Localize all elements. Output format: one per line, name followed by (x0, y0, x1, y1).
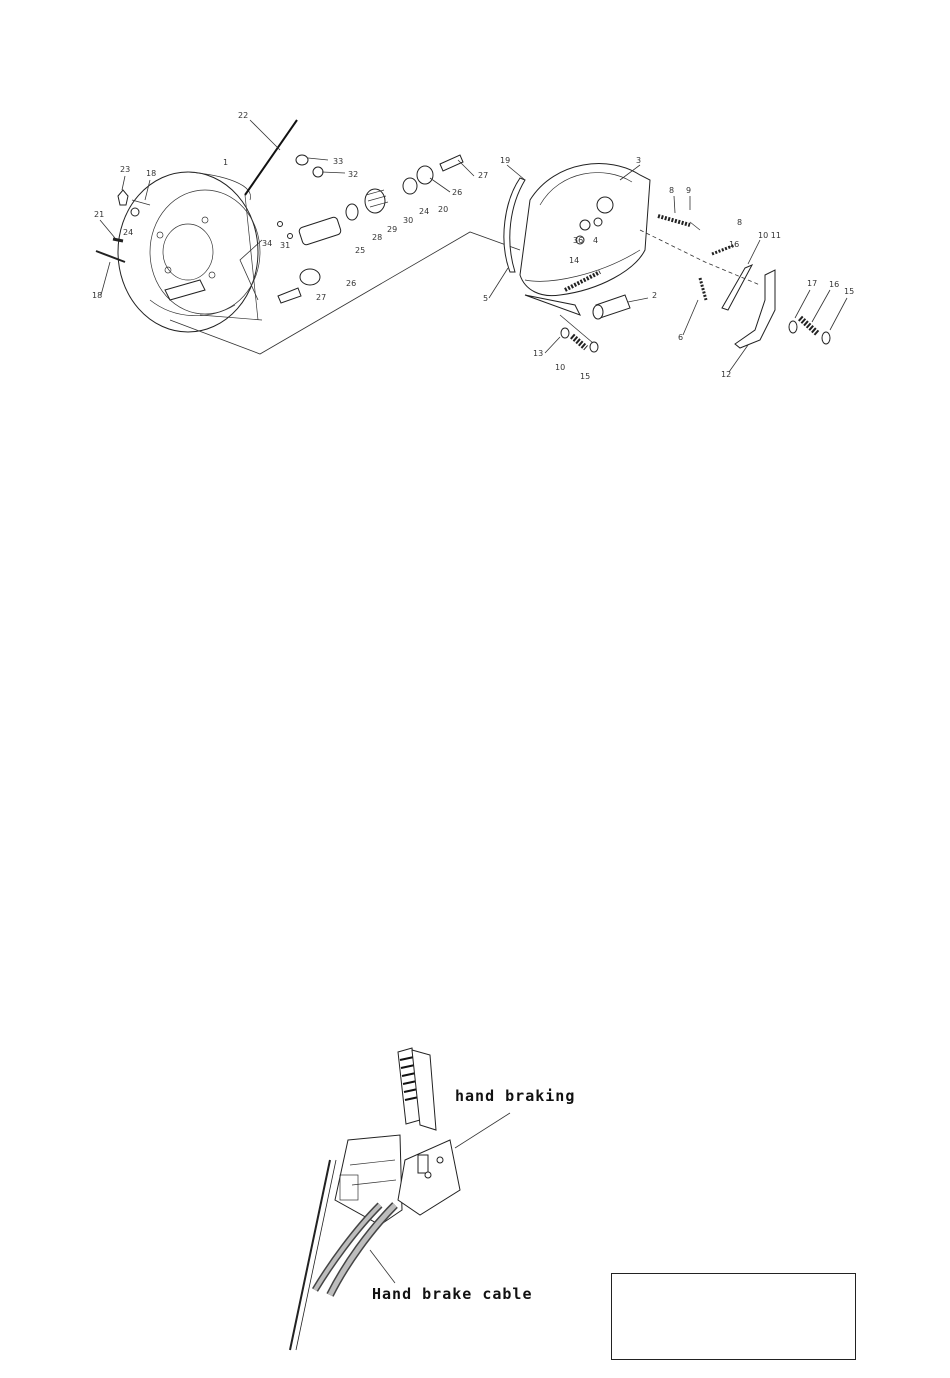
callout-20: 20 (438, 205, 448, 214)
callout-8a: 8 (669, 186, 674, 195)
callout-26: 26 (452, 188, 462, 197)
callout-29: 29 (387, 225, 397, 234)
callout-22: 22 (238, 111, 248, 120)
callout-3: 3 (636, 156, 641, 165)
callout-4: 4 (593, 236, 598, 245)
callout-32: 32 (348, 170, 358, 179)
callout-19: 19 (500, 156, 510, 165)
callout-15b: 15 (844, 287, 854, 296)
callout-34: 34 (262, 239, 272, 248)
callout-27b: 27 (316, 293, 326, 302)
hand-brake-cable-label: Hand brake cable (372, 1285, 533, 1303)
callout-26b: 26 (346, 279, 356, 288)
brake-shoe-assembly (504, 164, 830, 352)
callout-2: 2 (652, 291, 657, 300)
brake-drum (118, 172, 262, 332)
callout-36: 36 (573, 236, 583, 245)
wire-22 (245, 120, 297, 195)
callout-16b: 16 (729, 240, 739, 249)
callout-31: 31 (280, 241, 290, 250)
empty-note-box (611, 1273, 856, 1360)
callout-14: 14 (569, 256, 579, 265)
callout-24b: 24 (419, 207, 429, 216)
callout-28: 28 (372, 233, 382, 242)
callout-1: 1 (223, 158, 228, 167)
callout-33: 33 (333, 157, 343, 166)
callout-6: 6 (678, 333, 683, 342)
callout-17: 17 (807, 279, 817, 288)
callout-15a: 15 (580, 372, 590, 381)
callout-21: 21 (94, 210, 104, 219)
callout-27: 27 (478, 171, 488, 180)
callout-24: 24 (123, 228, 133, 237)
callout-9: 9 (686, 186, 691, 195)
callout-18b: 18 (92, 291, 102, 300)
callout-13: 13 (533, 349, 543, 358)
callout-10: 10 (555, 363, 565, 372)
callout-16: 16 (829, 280, 839, 289)
callout-23: 23 (120, 165, 130, 174)
callout-18a: 18 (146, 169, 156, 178)
callout-8b: 8 (737, 218, 742, 227)
callout-5: 5 (483, 294, 488, 303)
hand-braking-label: hand braking (455, 1087, 575, 1105)
callout-10-11: 10 11 (758, 231, 781, 240)
callout-30: 30 (403, 216, 413, 225)
callout-25: 25 (355, 246, 365, 255)
